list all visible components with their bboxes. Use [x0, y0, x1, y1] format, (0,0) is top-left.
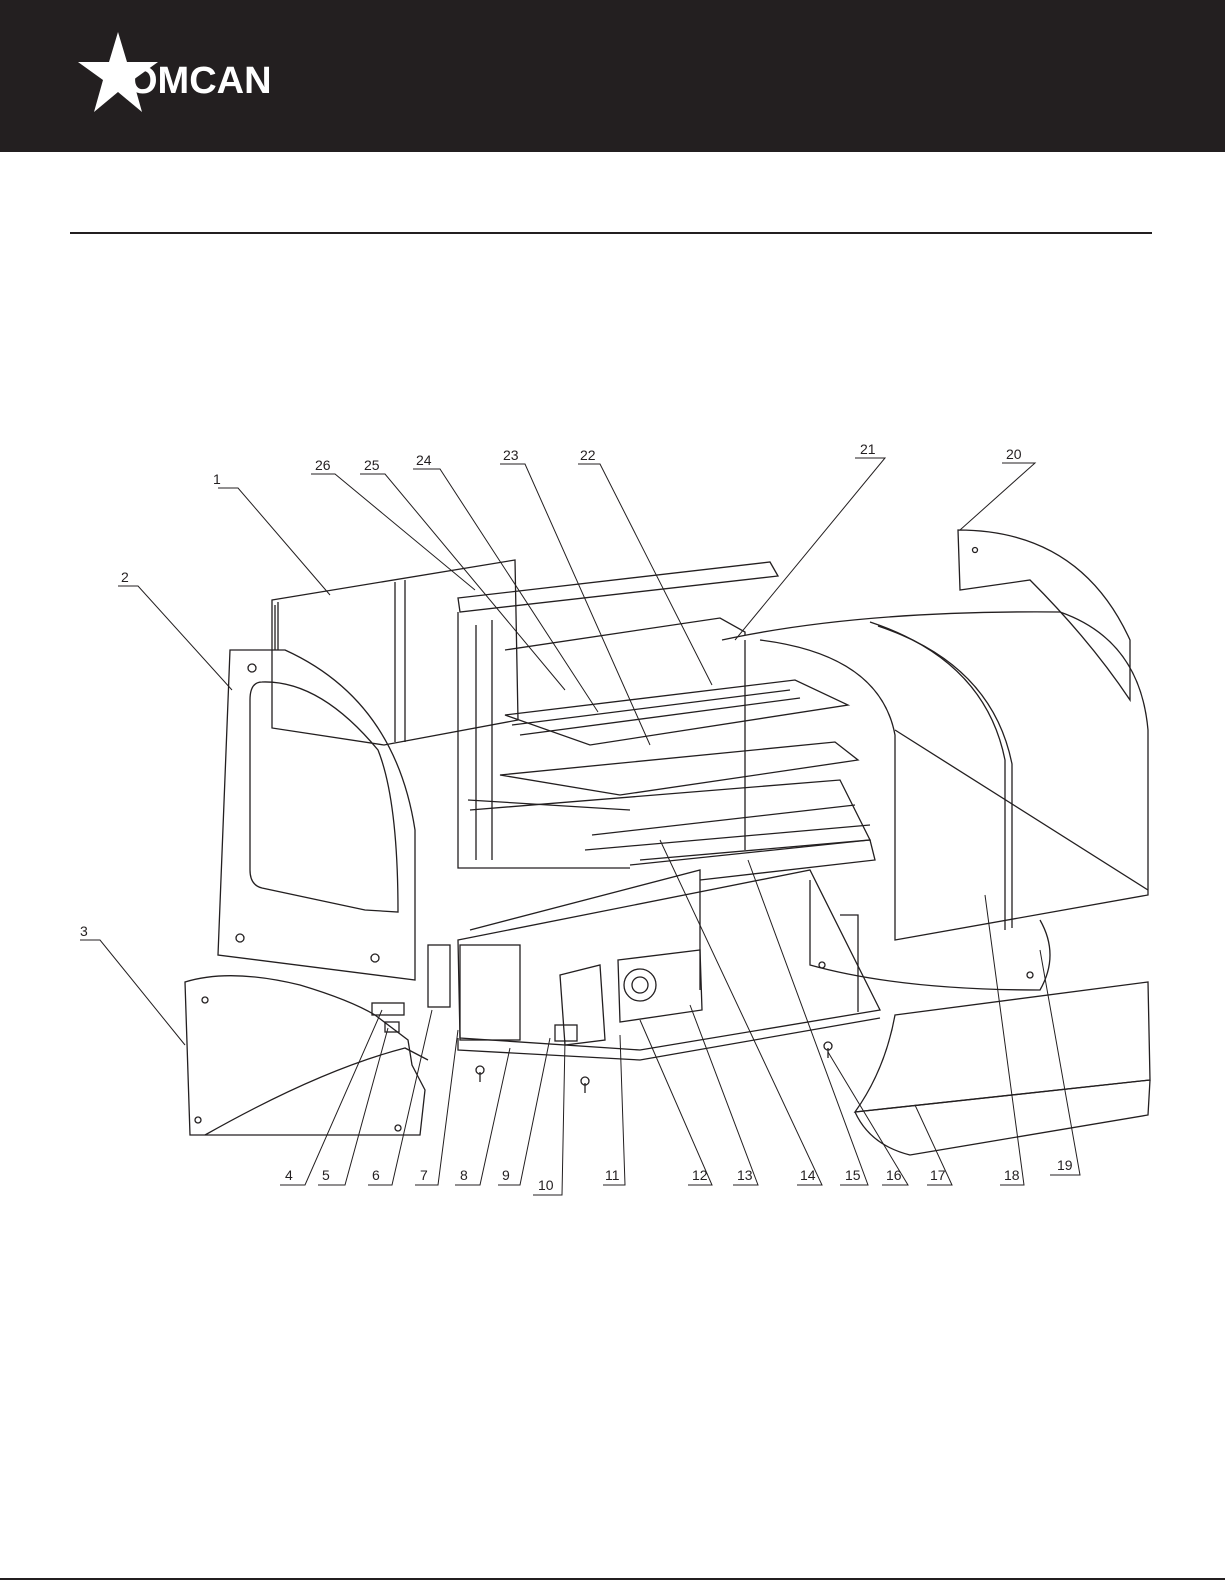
base-tray: [458, 870, 880, 1060]
callout-10: 10: [538, 1177, 554, 1193]
callout-21: 21: [860, 441, 876, 457]
callout-1: 1: [213, 471, 221, 487]
exploded-parts-diagram: 1 2 3 4 5 6 7 8 9 10 11 12 13 14 15 16 1…: [0, 430, 1225, 1210]
callout-9: 9: [502, 1167, 510, 1183]
left-side-panel: [218, 650, 415, 980]
brand-logo: OMCAN: [70, 30, 320, 120]
callout-22: 22: [580, 447, 596, 463]
callout-6: 6: [372, 1167, 380, 1183]
callout-2: 2: [121, 569, 129, 585]
callout-24: 24: [416, 452, 432, 468]
left-base-panel: [185, 976, 428, 1135]
small-parts: [372, 945, 832, 1093]
header-bar: OMCAN: [0, 0, 1225, 152]
front-curved-glass: [722, 612, 1148, 940]
callout-15: 15: [845, 1167, 861, 1183]
callout-16: 16: [886, 1167, 902, 1183]
callout-18: 18: [1004, 1167, 1020, 1183]
bottom-divider: [0, 1578, 1225, 1580]
callout-17: 17: [930, 1167, 946, 1183]
callout-26: 26: [315, 457, 331, 473]
callout-25: 25: [364, 457, 380, 473]
callout-14: 14: [800, 1167, 816, 1183]
top-divider: [70, 232, 1152, 234]
brand-wordmark: OMCAN: [128, 60, 272, 102]
callout-7: 7: [420, 1167, 428, 1183]
callout-5: 5: [322, 1167, 330, 1183]
callout-23: 23: [503, 447, 519, 463]
callout-13: 13: [737, 1167, 753, 1183]
callout-4: 4: [285, 1167, 293, 1183]
callout-11: 11: [605, 1167, 620, 1183]
callout-12: 12: [692, 1167, 708, 1183]
callout-3: 3: [80, 923, 88, 939]
upper-cabinet: [458, 562, 875, 880]
callout-20: 20: [1006, 446, 1022, 462]
callout-8: 8: [460, 1167, 468, 1183]
callout-19: 19: [1057, 1157, 1073, 1173]
front-kick-plate: [855, 982, 1150, 1155]
